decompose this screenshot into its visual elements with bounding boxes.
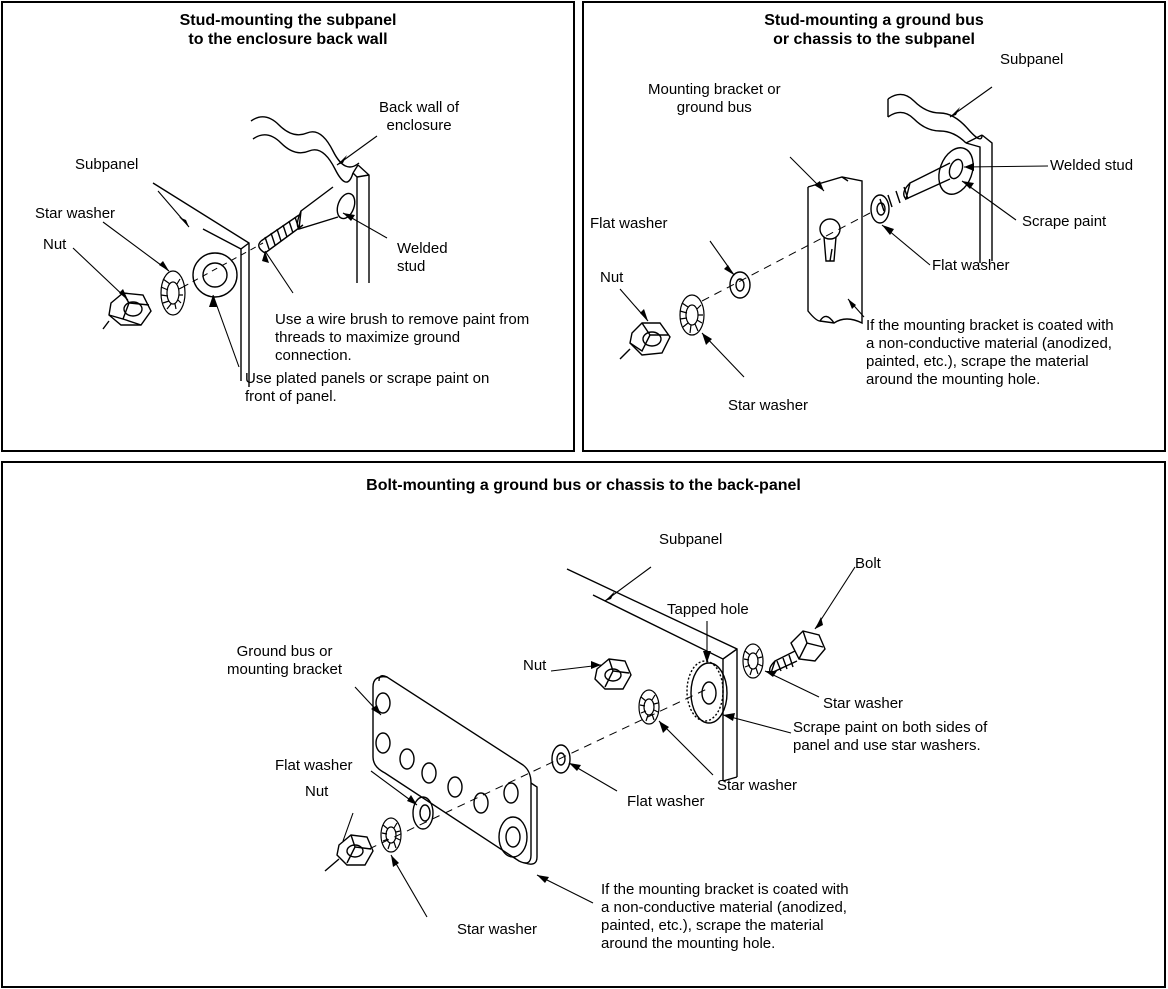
nut-left-graphic bbox=[324, 834, 374, 872]
subpanel-graphic bbox=[152, 182, 250, 387]
nut-mid-graphic bbox=[594, 658, 632, 690]
label-star-washer-right: Star washer bbox=[823, 695, 904, 712]
label-subpanel: Subpanel bbox=[659, 531, 723, 548]
panel-bolt-mounting-ground-bus: Bolt-mounting a ground bus or chassis to… bbox=[1, 461, 1166, 988]
label-nut-mid: Nut bbox=[523, 657, 547, 674]
panel-c-leaders bbox=[342, 566, 856, 918]
back-wall-graphic bbox=[250, 116, 370, 283]
welded-stud-graphic bbox=[258, 186, 356, 254]
label-flat-washer-left: Flat washer bbox=[590, 215, 668, 232]
note-plated-panels: Use plated panels or scrape paint on fro… bbox=[245, 370, 490, 405]
panel-c-title: Bolt-mounting a ground bus or chassis to… bbox=[366, 477, 801, 494]
label-welded-stud: Welded stud bbox=[397, 240, 448, 275]
label-flat-washer-mid: Flat washer bbox=[627, 793, 705, 810]
note-coated-bracket: If the mounting bracket is coated with a… bbox=[866, 317, 1114, 388]
flat-washer-mid-graphic bbox=[551, 744, 571, 774]
label-star-washer: Star washer bbox=[35, 205, 116, 222]
welded-stud-graphic bbox=[879, 147, 974, 212]
label-ground-bus: Ground bus or mounting bracket bbox=[227, 643, 343, 678]
label-flat-washer-left: Flat washer bbox=[275, 757, 353, 774]
flat-washer-left-graphic bbox=[412, 796, 434, 830]
label-mounting-bracket: Mounting bracket or ground bus bbox=[648, 81, 781, 116]
label-subpanel: Subpanel bbox=[75, 156, 139, 173]
label-star-washer-left: Star washer bbox=[457, 921, 538, 938]
label-nut-left: Nut bbox=[305, 783, 329, 800]
star-washer-graphic bbox=[679, 294, 705, 336]
panel-stud-mounting-subpanel: Stud-mounting the subpanel to the enclos… bbox=[1, 1, 575, 452]
star-washer-left-graphic bbox=[380, 817, 402, 853]
note-wire-brush: Use a wire brush to remove paint from th… bbox=[275, 311, 530, 364]
flat-washer-left-graphic bbox=[729, 271, 751, 299]
note-coated-bracket: If the mounting bracket is coated with a… bbox=[601, 881, 849, 952]
ground-bus-graphic bbox=[372, 674, 538, 865]
label-star-washer: Star washer bbox=[728, 397, 809, 414]
label-back-wall: Back wall of enclosure bbox=[379, 99, 460, 134]
star-washer-graphic bbox=[160, 270, 186, 316]
panel-c-illustration bbox=[324, 566, 856, 918]
subpanel-graphic bbox=[566, 568, 738, 782]
label-scrape-paint: Scrape paint bbox=[1022, 213, 1107, 230]
panel-a-illustration bbox=[72, 116, 388, 387]
nut-graphic bbox=[619, 322, 671, 360]
label-nut: Nut bbox=[43, 236, 67, 253]
star-washer-mid-graphic bbox=[638, 689, 660, 725]
label-nut: Nut bbox=[600, 269, 624, 286]
note-scrape-both-sides: Scrape paint on both sides of panel and … bbox=[793, 719, 988, 754]
label-welded-stud: Welded stud bbox=[1050, 157, 1134, 174]
label-tapped-hole: Tapped hole bbox=[667, 601, 749, 618]
panel-stud-mounting-ground-bus: Stud-mounting a ground bus or chassis to… bbox=[582, 1, 1166, 452]
star-washer-right-graphic bbox=[742, 643, 764, 679]
panel-b-title: Stud-mounting a ground bus or chassis to… bbox=[764, 12, 984, 48]
label-star-washer-mid: Star washer bbox=[717, 777, 798, 794]
flat-washer-right-graphic bbox=[870, 194, 890, 224]
bolt-graphic bbox=[768, 630, 826, 675]
mounting-bracket-graphic bbox=[807, 176, 863, 325]
subpanel-wall-graphic bbox=[887, 93, 993, 263]
panel-a-title: Stud-mounting the subpanel to the enclos… bbox=[179, 12, 397, 48]
panel-b-illustration bbox=[619, 86, 1049, 378]
label-flat-washer-right: Flat washer bbox=[932, 257, 1010, 274]
label-bolt: Bolt bbox=[855, 555, 881, 572]
label-subpanel: Subpanel bbox=[1000, 51, 1064, 68]
